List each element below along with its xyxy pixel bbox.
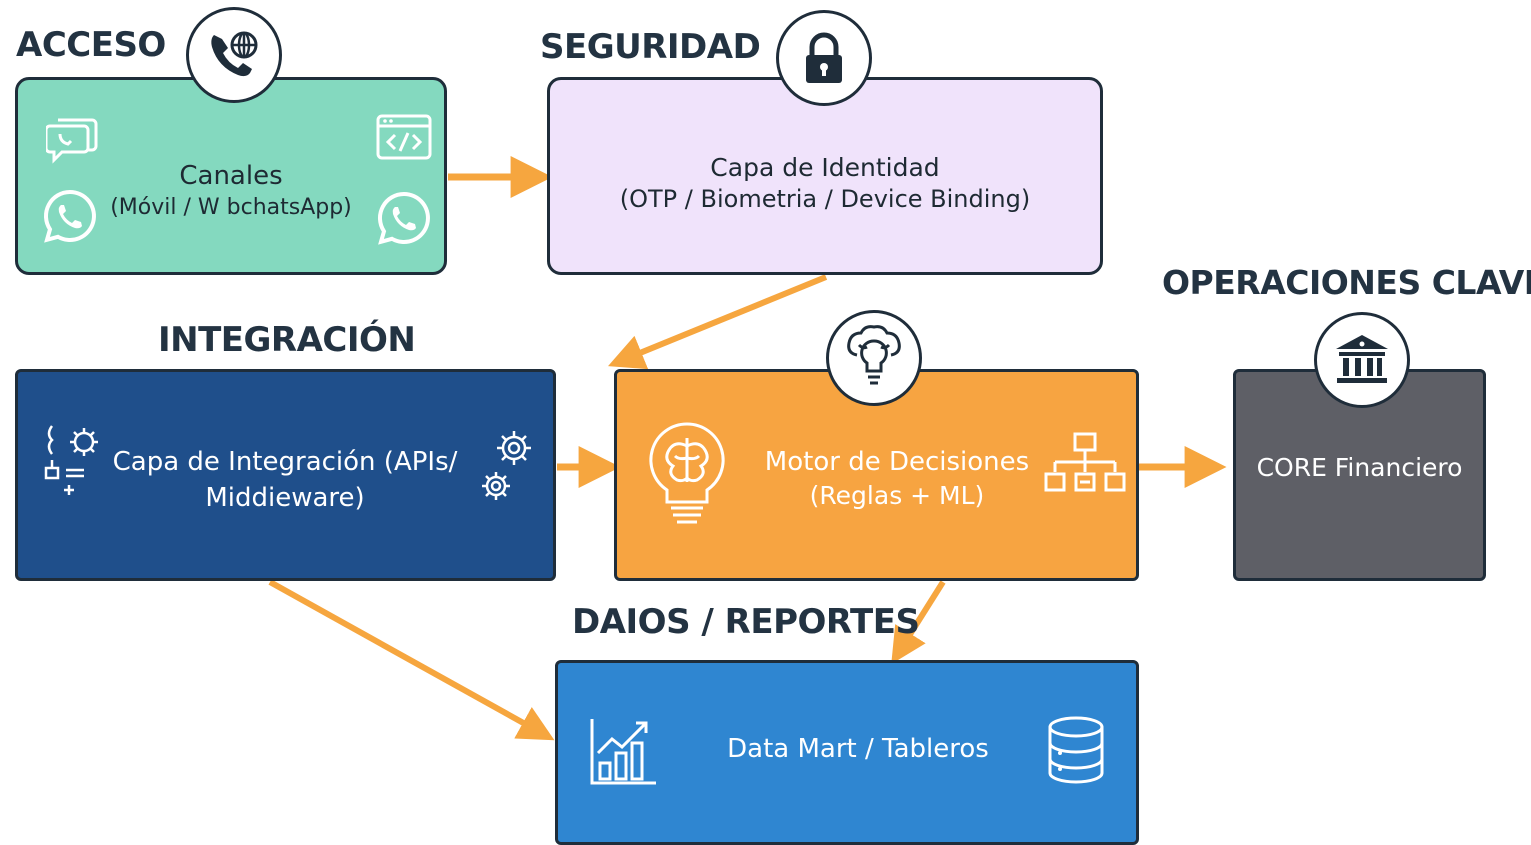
motor-badge	[826, 310, 922, 406]
section-heading-integracion: INTEGRACIÓN	[158, 320, 416, 360]
arrow-identidad-to-motor	[608, 274, 828, 370]
integracion-node: Capa de Integración (APIs/ Middieware)	[15, 369, 556, 581]
section-heading-acceso: ACCESO	[16, 25, 166, 65]
identidad-title: Capa de Identidad	[710, 153, 940, 182]
integracion-title: Capa de Integración (APIs/	[112, 447, 458, 477]
canales-subtitle: (Móvil / W bchatsApp)	[110, 195, 352, 220]
datamart-node: Data Mart / Tableros	[555, 660, 1139, 845]
code-window-icon	[376, 114, 432, 160]
brain-lightbulb-icon	[649, 422, 725, 524]
arrow-integracion-to-datamart	[268, 579, 555, 741]
operaciones-badge	[1314, 312, 1410, 408]
acceso-badge	[186, 7, 282, 103]
padlock-icon	[806, 32, 842, 83]
gear-icon	[482, 431, 531, 500]
bank-icon	[1336, 335, 1388, 383]
phone-globe-icon	[211, 31, 258, 77]
seguridad-badge	[776, 10, 872, 106]
identidad-subtitle: (OTP / Biometria / Device Binding)	[619, 185, 1031, 213]
motor-subtitle: (Reglas + ML)	[809, 481, 985, 510]
canales-title: Canales	[179, 161, 283, 191]
chat-bubble-icon	[46, 118, 98, 164]
whatsapp-icon	[378, 191, 430, 245]
datamart-title: Data Mart / Tableros	[727, 734, 989, 764]
canales-node: Canales (Móvil / W bchatsApp)	[15, 77, 447, 275]
flowchart-icon	[1044, 432, 1126, 492]
identidad-node: Capa de Identidad (OTP / Biometria / Dev…	[547, 77, 1103, 275]
section-heading-operaciones: OPERACIONES CLAVE	[1162, 263, 1531, 302]
core-title: CORE Financiero	[1256, 453, 1463, 482]
api-nodes-icon	[44, 425, 98, 495]
motor-title: Motor de Decisiones	[764, 447, 1030, 477]
database-icon	[1048, 716, 1104, 784]
section-heading-datos: DAIOS / REPORTES	[572, 602, 920, 642]
section-heading-seguridad: SEGURIDAD	[540, 27, 761, 67]
integracion-subtitle: Middieware)	[205, 483, 365, 513]
brain-lightbulb-icon	[847, 325, 901, 385]
bar-chart-icon	[590, 719, 656, 785]
whatsapp-icon	[44, 189, 96, 243]
